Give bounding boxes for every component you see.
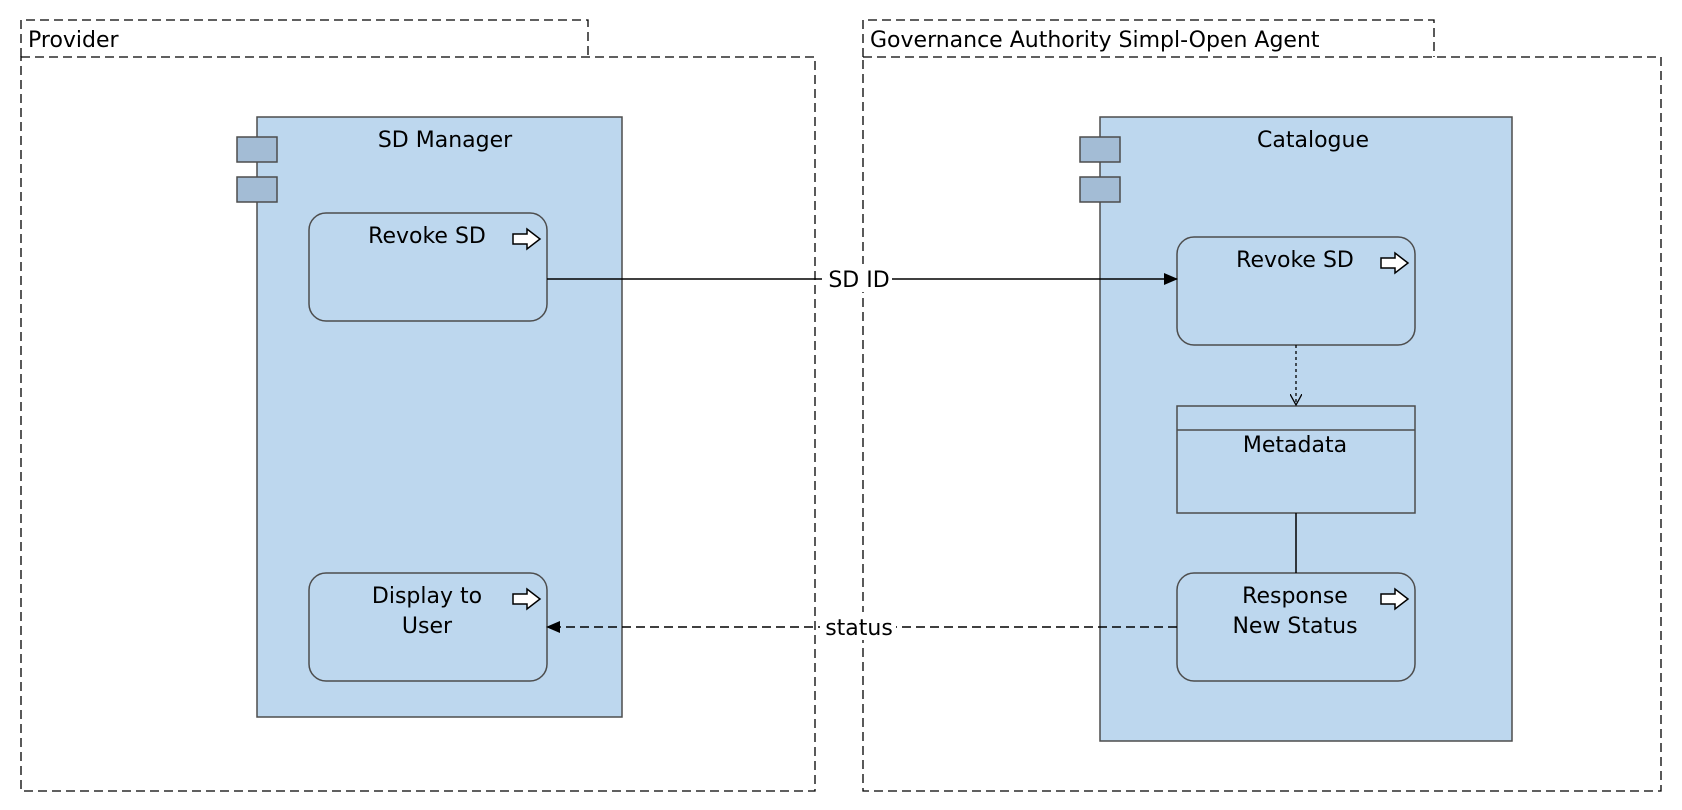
- action-label-line1: Response: [1242, 584, 1348, 609]
- flow-sd-id-label: SD ID: [828, 268, 889, 293]
- package-governance: Governance Authority Simpl-Open Agent: [862, 19, 1662, 792]
- package-provider-label: Provider: [28, 28, 120, 53]
- component-catalogue-title: Catalogue: [1257, 128, 1369, 153]
- package-governance-label: Governance Authority Simpl-Open Agent: [870, 28, 1320, 53]
- component-port-icon: [1079, 176, 1121, 203]
- action-label-line2: User: [402, 614, 453, 639]
- flow-status-label: status: [825, 616, 893, 641]
- package-governance-body: [862, 56, 1662, 792]
- component-port-icon: [236, 136, 278, 163]
- arrow-right-icon: [512, 227, 542, 251]
- object-metadata-label: Metadata: [1243, 433, 1347, 458]
- object-metadata: Metadata: [1176, 405, 1416, 514]
- action-revoke-sd-catalogue: Revoke SD: [1176, 236, 1416, 346]
- arrow-right-icon: [1380, 587, 1410, 611]
- action-label-line2: New Status: [1232, 614, 1357, 639]
- action-label: Revoke SD: [1236, 248, 1354, 273]
- flow-status: status: [546, 612, 1177, 641]
- arrow-right-icon: [512, 587, 542, 611]
- flow-sd-id: SD ID: [547, 264, 1178, 293]
- action-label: Revoke SD: [368, 224, 486, 249]
- component-catalogue: Catalogue Revoke SD Metadata Response Ne…: [1079, 116, 1513, 742]
- package-provider: Provider: [20, 19, 816, 792]
- arrow-right-icon: [1380, 251, 1410, 275]
- component-port-icon: [236, 176, 278, 203]
- package-provider-tab: [20, 19, 589, 57]
- action-revoke-sd-provider: Revoke SD: [308, 212, 548, 322]
- component-sd-manager-title: SD Manager: [378, 128, 513, 153]
- action-response-new-status: Response New Status: [1176, 572, 1416, 682]
- action-display-to-user: Display to User: [308, 572, 548, 682]
- package-provider-body: [20, 56, 816, 792]
- action-label-line1: Display to: [372, 584, 482, 609]
- component-sd-manager: SD Manager Revoke SD Display to User: [236, 116, 623, 718]
- package-governance-tab: [862, 19, 1435, 57]
- component-port-icon: [1079, 136, 1121, 163]
